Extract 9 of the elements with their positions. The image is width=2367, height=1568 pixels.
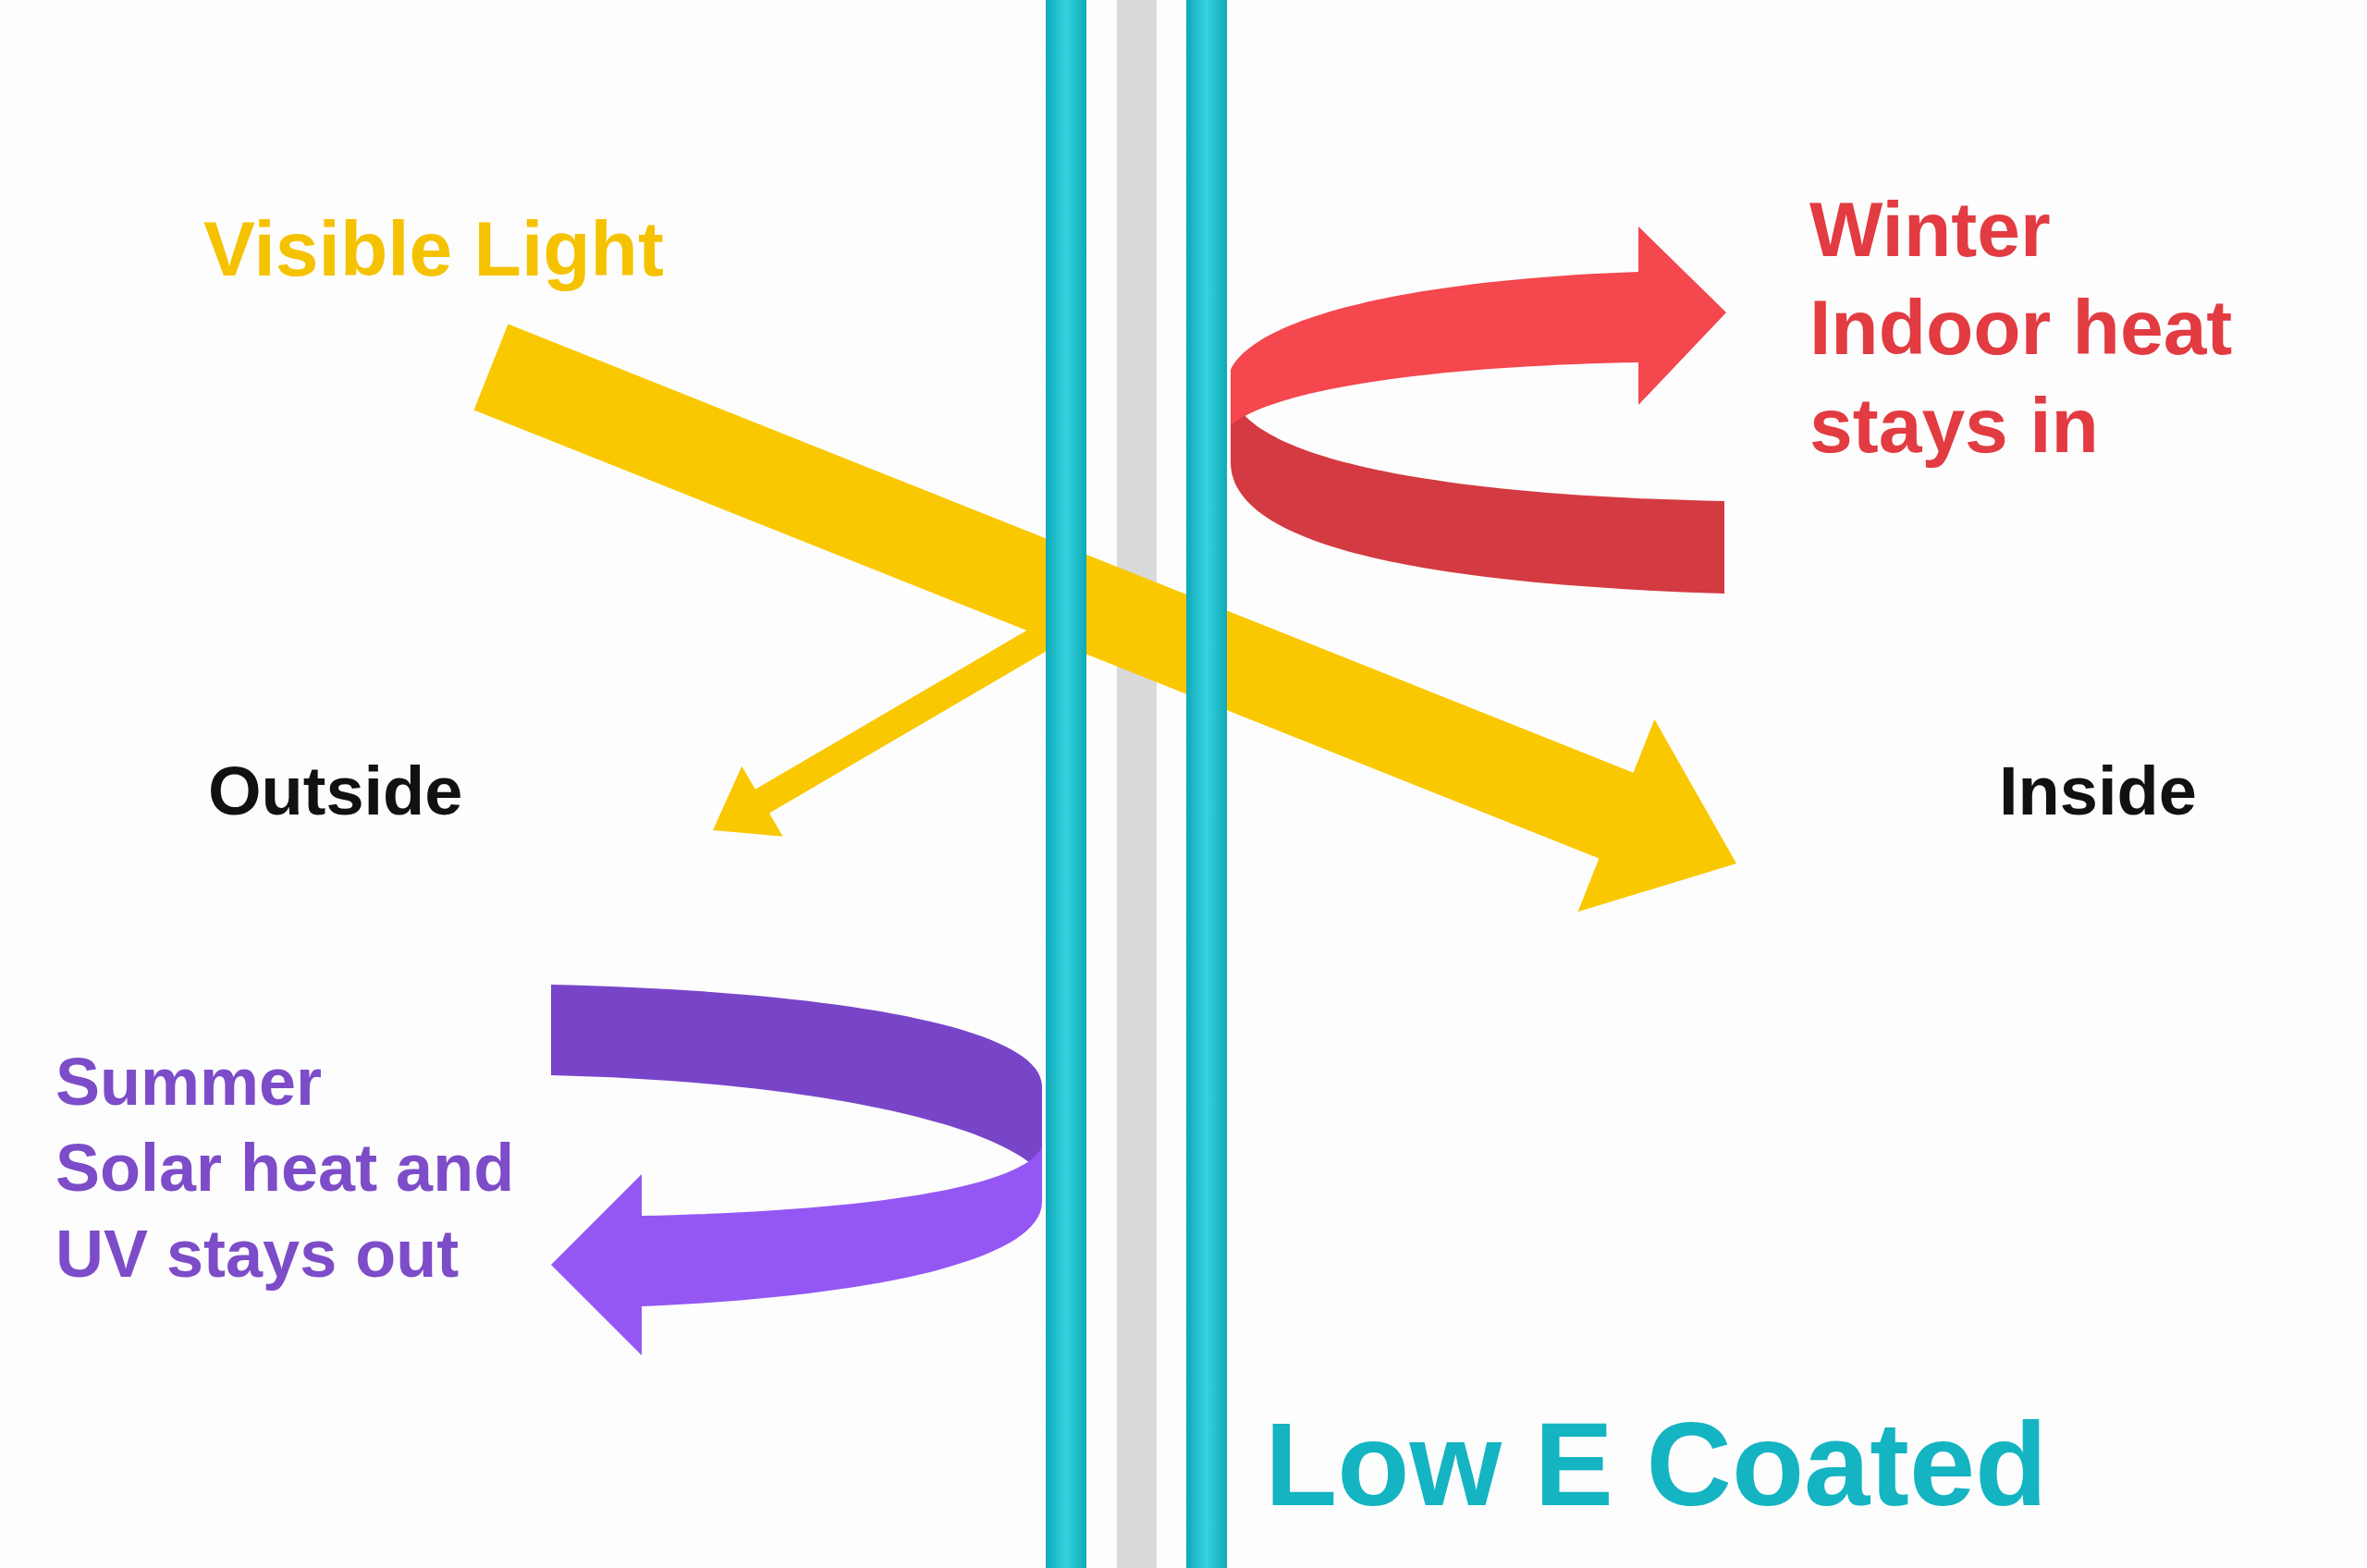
glass-pane (1046, 0, 1086, 1568)
summer-caption: Summer Solar heat and UV stays out (55, 1044, 515, 1292)
glass-pane (1186, 0, 1227, 1568)
inside-label: Inside (1999, 752, 2197, 831)
visible-light-label: Visible Light (203, 204, 664, 294)
outside-label: Outside (208, 752, 463, 831)
glass-pane (1117, 0, 1157, 1568)
coating-label: Low E Coated (1265, 1405, 2048, 1524)
winter-caption: Winter Indoor heat stays in (1809, 185, 2233, 471)
